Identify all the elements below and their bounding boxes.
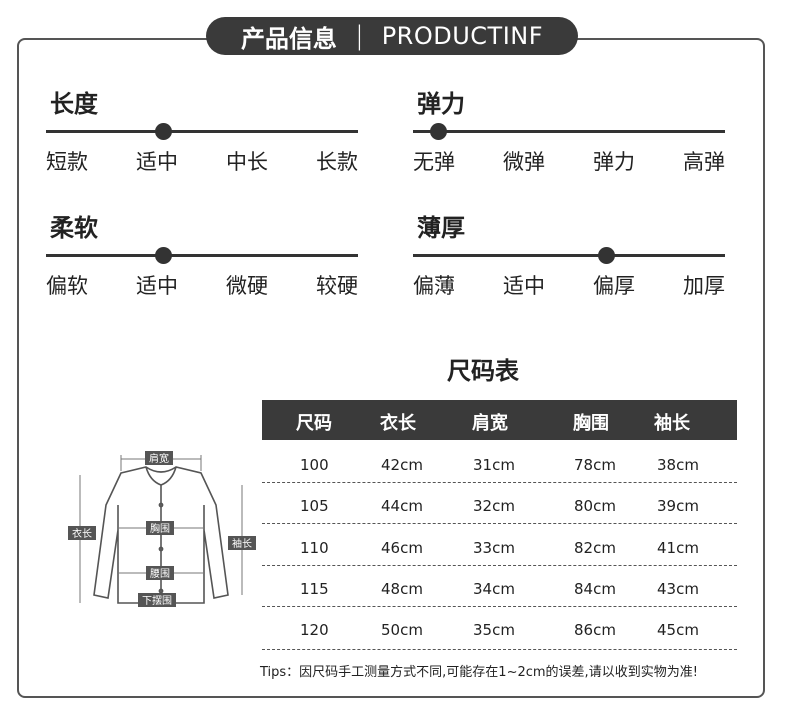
diagram-label-hem: 下摆围 xyxy=(142,594,172,607)
attribute-length: 长度 短款 适中 中长 长款 xyxy=(46,84,358,184)
cell-size: 110 xyxy=(300,539,329,557)
option-label: 微弹 xyxy=(503,150,545,174)
scale-marker xyxy=(155,247,172,264)
row-divider xyxy=(262,606,737,607)
cell-size: 105 xyxy=(300,497,329,515)
cell-chest: 82cm xyxy=(574,539,616,557)
option-label: 短款 xyxy=(46,150,88,174)
option-label: 微硬 xyxy=(226,274,268,298)
option-label: 高弹 xyxy=(683,150,725,174)
cell-sleeve: 45cm xyxy=(657,621,699,639)
option-label: 偏薄 xyxy=(413,274,455,298)
column-header: 袖长 xyxy=(654,413,690,434)
attribute-elasticity: 弹力 无弹 微弹 弹力 高弹 xyxy=(413,84,725,184)
cell-size: 115 xyxy=(300,580,329,598)
label-hem-tag: 下摆围 xyxy=(138,593,176,607)
diagram-label-length: 衣长 xyxy=(72,527,92,540)
attribute-thickness: 薄厚 偏薄 适中 偏厚 加厚 xyxy=(413,208,725,308)
cell-chest: 80cm xyxy=(574,497,616,515)
row-divider xyxy=(262,649,737,650)
label-sleeve-tag: 袖长 xyxy=(228,536,256,550)
cell-size: 100 xyxy=(300,456,329,474)
cell-length: 42cm xyxy=(381,456,423,474)
cell-chest: 86cm xyxy=(574,621,616,639)
row-divider xyxy=(262,565,737,566)
table-row: 100 42cm 31cm 78cm 38cm xyxy=(262,443,737,485)
scale-line xyxy=(413,130,725,133)
cell-length: 44cm xyxy=(381,497,423,515)
cell-size: 120 xyxy=(300,621,329,639)
cell-shoulder: 32cm xyxy=(473,497,515,515)
table-row: 105 44cm 32cm 80cm 39cm xyxy=(262,484,737,526)
diagram-label-shoulder: 肩宽 xyxy=(149,452,169,465)
cell-shoulder: 31cm xyxy=(473,456,515,474)
diagram-label-waist: 腰围 xyxy=(150,568,170,580)
table-row: 110 46cm 33cm 82cm 41cm xyxy=(262,526,737,568)
row-divider xyxy=(262,523,737,524)
option-label: 较硬 xyxy=(316,274,358,298)
option-label: 适中 xyxy=(136,274,178,298)
table-row: 115 48cm 34cm 84cm 43cm xyxy=(262,567,737,609)
option-label: 偏软 xyxy=(46,274,88,298)
cell-sleeve: 38cm xyxy=(657,456,699,474)
scale-line xyxy=(46,130,358,133)
cell-length: 48cm xyxy=(381,580,423,598)
option-label: 无弹 xyxy=(413,150,455,174)
scale-marker xyxy=(430,123,447,140)
cell-sleeve: 43cm xyxy=(657,580,699,598)
cell-sleeve: 39cm xyxy=(657,497,699,515)
scale-marker xyxy=(155,123,172,140)
tips-note: Tips：因尺码手工测量方式不同,可能存在1~2cm的误差,请以收到实物为准! xyxy=(260,665,698,680)
column-header: 尺码 xyxy=(296,413,332,434)
size-table-header: 尺码 衣长 肩宽 胸围 袖长 xyxy=(262,400,737,440)
option-label: 适中 xyxy=(503,274,545,298)
diagram-label-chest: 胸围 xyxy=(150,522,170,535)
cell-shoulder: 34cm xyxy=(473,580,515,598)
cell-length: 50cm xyxy=(381,621,423,639)
label-chest-tag: 胸围 xyxy=(146,521,174,535)
attribute-title: 长度 xyxy=(50,90,98,118)
cell-shoulder: 33cm xyxy=(473,539,515,557)
label-shoulder-tag: 肩宽 xyxy=(145,451,173,465)
diagram-label-sleeve: 袖长 xyxy=(232,537,252,550)
label-waist-tag: 腰围 xyxy=(146,566,174,580)
option-label: 长款 xyxy=(316,150,358,174)
cell-chest: 84cm xyxy=(574,580,616,598)
attribute-title: 柔软 xyxy=(50,214,98,242)
column-header: 衣长 xyxy=(380,413,416,434)
option-label: 适中 xyxy=(136,150,178,174)
column-header: 肩宽 xyxy=(472,413,508,434)
cell-shoulder: 35cm xyxy=(473,621,515,639)
attribute-title: 弹力 xyxy=(417,90,465,118)
scale-marker xyxy=(598,247,615,264)
header-banner: 产品信息 | PRODUCTINF xyxy=(206,17,578,55)
option-label: 中长 xyxy=(226,150,268,174)
option-label: 加厚 xyxy=(683,274,725,298)
scale-line xyxy=(46,254,358,257)
size-chart-title: 尺码表 xyxy=(447,357,519,385)
row-divider xyxy=(262,482,737,483)
option-label: 弹力 xyxy=(593,150,635,174)
option-label: 偏厚 xyxy=(593,274,635,298)
cell-sleeve: 41cm xyxy=(657,539,699,557)
header-separator: | xyxy=(354,21,364,51)
header-title-cn: 产品信息 xyxy=(240,24,337,53)
cell-length: 46cm xyxy=(381,539,423,557)
cell-chest: 78cm xyxy=(574,456,616,474)
attribute-softness: 柔软 偏软 适中 微硬 较硬 xyxy=(46,208,358,308)
table-row: 120 50cm 35cm 86cm 45cm xyxy=(262,608,737,650)
shirt-measurement-diagram: 肩宽 衣长 胸围 袖长 腰围 下摆围 xyxy=(68,451,256,607)
column-header: 胸围 xyxy=(573,413,609,434)
scale-line xyxy=(413,254,725,257)
label-length-tag: 衣长 xyxy=(68,526,96,540)
attribute-title: 薄厚 xyxy=(417,214,465,242)
header-title-en: PRODUCTINF xyxy=(381,22,544,50)
